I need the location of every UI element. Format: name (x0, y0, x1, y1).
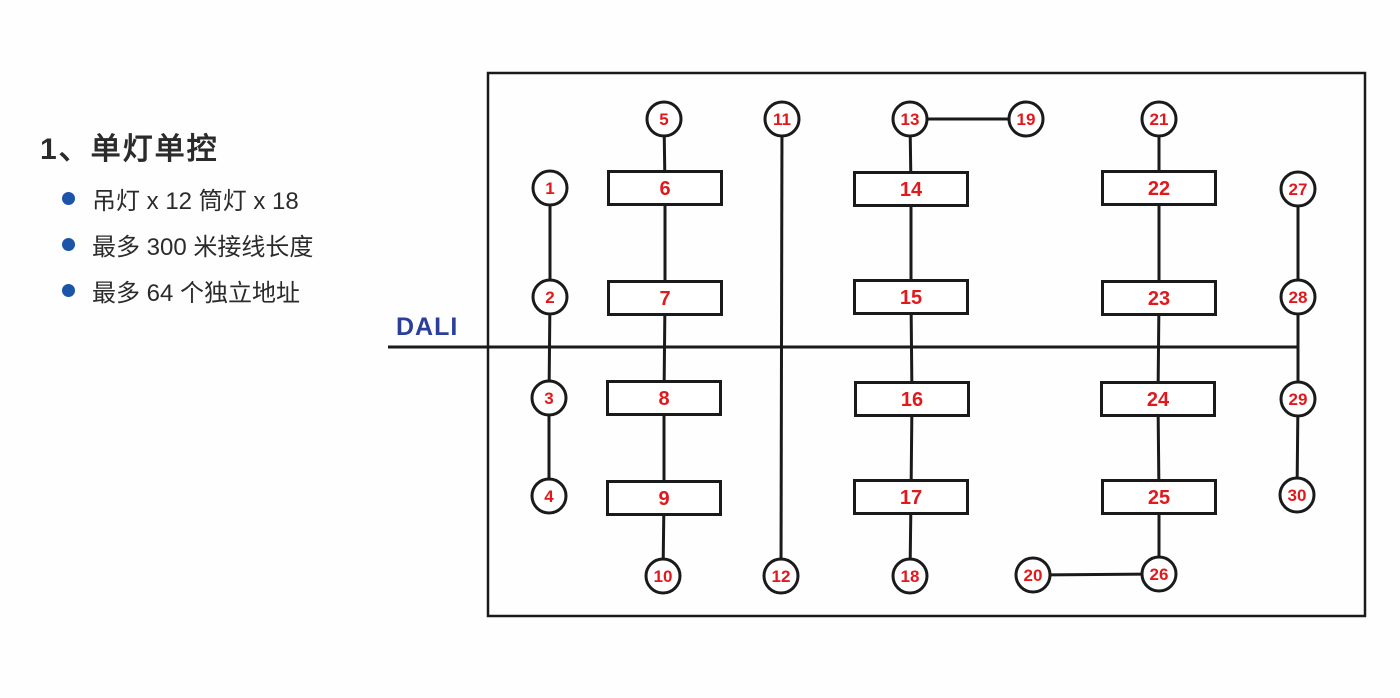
node-number-17: 17 (900, 487, 922, 509)
feature-item-wire-length: 最多 300 米接线长度 (62, 221, 462, 267)
node-number-5: 5 (659, 110, 668, 129)
wire-20-26 (1032, 572, 1160, 577)
node-number-16: 16 (901, 389, 923, 411)
node-circle-28 (1279, 278, 1317, 316)
node-circle-4 (530, 477, 568, 515)
feature-list: 吊灯 x 12 筒灯 x 18 最多 300 米接线长度 最多 64 个独立地址 (62, 175, 462, 313)
node-number-13: 13 (901, 110, 920, 129)
node-circle-1 (531, 169, 569, 207)
section-title: 1、单灯单控 (40, 133, 219, 166)
node-rect-25 (1101, 479, 1217, 515)
node-circle-2 (531, 278, 569, 316)
bullet-icon (62, 237, 75, 251)
node-circle-12 (762, 557, 800, 595)
feature-item-address-count: 最多 64 个独立地址 (62, 267, 462, 313)
node-circle-20 (1014, 556, 1052, 594)
node-circle-10 (644, 557, 682, 595)
node-number-4: 4 (544, 487, 554, 506)
node-circle-5 (645, 100, 683, 138)
node-circle-3 (530, 379, 568, 417)
node-number-18: 18 (901, 567, 920, 586)
node-number-1: 1 (545, 179, 554, 198)
feature-item-label: 吊灯 x 12 筒灯 x 18 (92, 187, 299, 215)
node-number-7: 7 (659, 288, 670, 310)
wire-11-12 (779, 118, 784, 577)
node-rect-22 (1101, 170, 1217, 206)
node-number-12: 12 (772, 567, 791, 586)
node-number-28: 28 (1289, 288, 1308, 307)
node-rect-9 (606, 480, 722, 516)
node-number-14: 14 (900, 179, 923, 201)
node-number-24: 24 (1147, 389, 1170, 411)
node-rect-24 (1100, 381, 1216, 417)
diagram-border (486, 71, 1367, 618)
node-number-3: 3 (544, 389, 553, 408)
node-number-8: 8 (658, 388, 669, 410)
node-number-27: 27 (1289, 180, 1308, 199)
bullet-icon (62, 191, 75, 205)
bullet-icon (62, 283, 75, 297)
node-circle-27 (1279, 170, 1317, 208)
node-number-11: 11 (773, 110, 791, 129)
node-rect-17 (853, 479, 969, 515)
dali-bus-label: DALI (396, 313, 459, 341)
node-circle-29 (1279, 380, 1317, 418)
node-rect-16 (854, 381, 970, 417)
node-circle-11 (763, 100, 801, 138)
node-number-15: 15 (900, 287, 922, 309)
node-circle-13 (891, 100, 929, 138)
node-rect-7 (607, 280, 723, 316)
node-number-25: 25 (1148, 487, 1170, 509)
node-number-19: 19 (1017, 110, 1036, 129)
feature-item-label: 最多 300 米接线长度 (92, 233, 314, 261)
node-rect-14 (853, 171, 969, 207)
node-number-22: 22 (1148, 178, 1170, 200)
node-number-9: 9 (658, 488, 669, 510)
node-number-20: 20 (1024, 566, 1043, 585)
node-circle-30 (1278, 476, 1316, 514)
node-circle-19 (1007, 100, 1045, 138)
feature-item-lamp-count: 吊灯 x 12 筒灯 x 18 (62, 175, 462, 221)
node-rect-23 (1101, 280, 1217, 316)
node-number-6: 6 (659, 178, 670, 200)
node-circle-18 (891, 557, 929, 595)
node-rect-8 (606, 380, 722, 416)
node-number-26: 26 (1150, 565, 1169, 584)
node-circle-21 (1140, 100, 1178, 138)
node-rect-15 (853, 279, 969, 315)
node-number-30: 30 (1288, 486, 1307, 505)
node-circle-26 (1140, 555, 1178, 593)
node-number-29: 29 (1289, 390, 1308, 409)
node-number-21: 21 (1150, 110, 1169, 129)
node-number-23: 23 (1148, 288, 1170, 310)
node-number-2: 2 (545, 288, 554, 307)
node-number-10: 10 (654, 567, 673, 586)
feature-item-label: 最多 64 个独立地址 (92, 279, 301, 307)
node-rect-6 (607, 170, 723, 206)
